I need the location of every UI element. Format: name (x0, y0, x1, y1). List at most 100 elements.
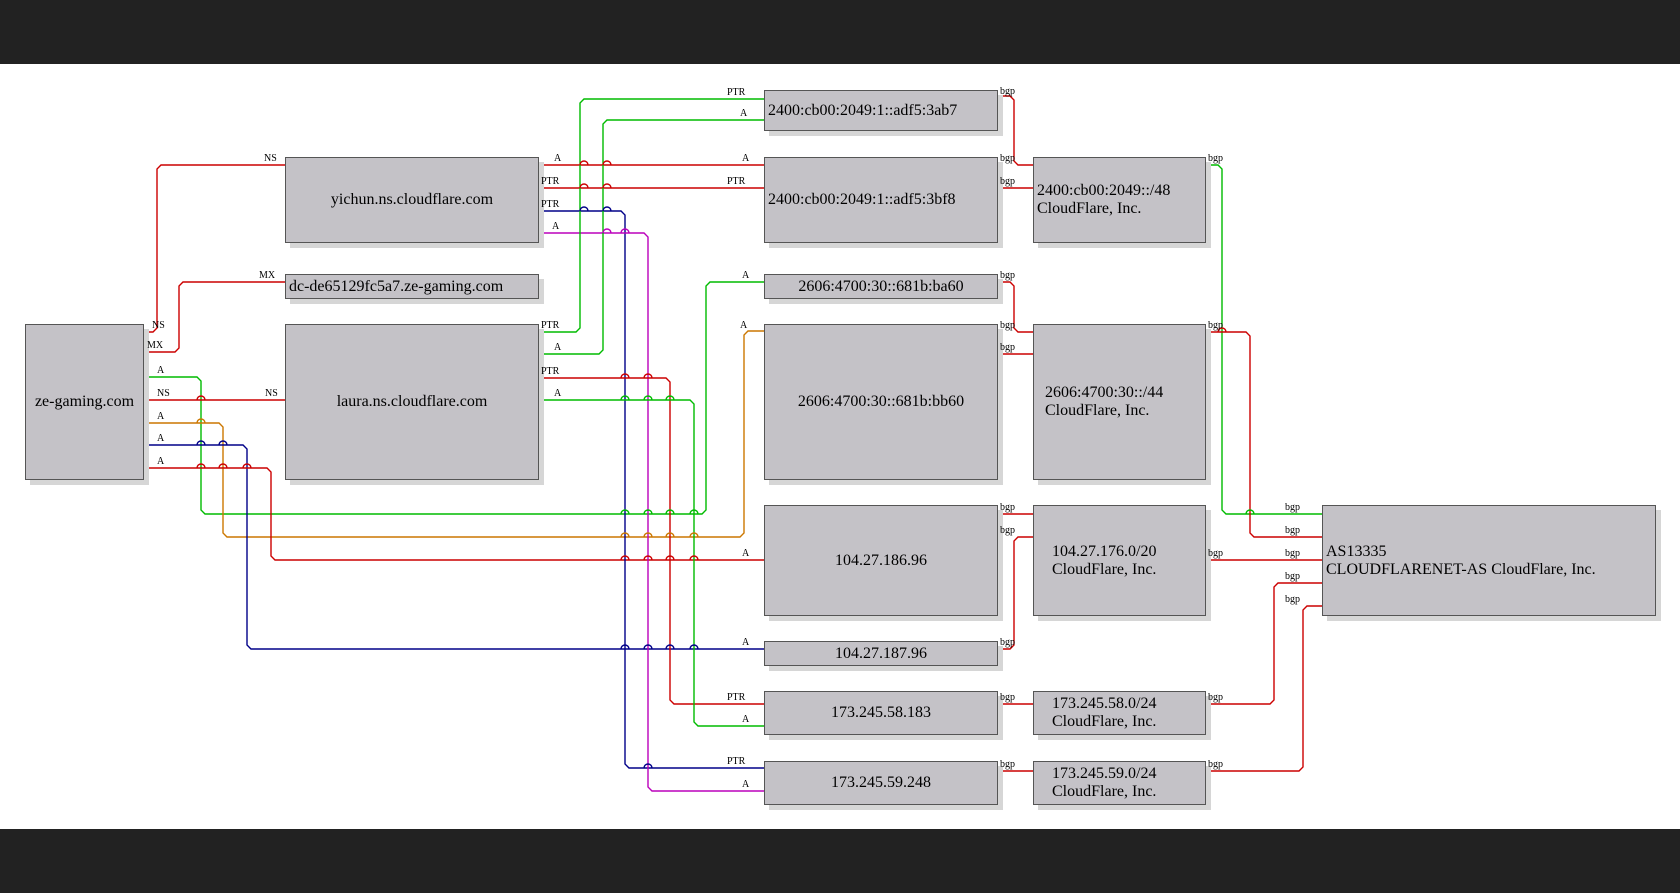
node-label: 173.245.59.248 (831, 774, 931, 791)
edge-label-bgp: bgp (1000, 86, 1015, 97)
edge-label-a: A (157, 411, 165, 422)
edge-label-a: A (554, 388, 562, 399)
edge-crossing-jump (579, 160, 589, 166)
edge-crossing-jump (643, 373, 653, 379)
edge-bgp-net2606-as (1206, 331, 1322, 538)
edge-label-ptr: PTR (541, 366, 560, 377)
edge-label-a: A (157, 433, 165, 444)
edge-label-ptr: PTR (541, 199, 560, 210)
edge-crossing-jump (602, 160, 612, 166)
network-node-173-245-59-24[interactable]: 173.245.59.0/24 CloudFlare, Inc. (1033, 761, 1206, 805)
edge-crossing-jump (643, 644, 653, 650)
node-label: dc-de65129fc5a7.ze-gaming.com (289, 277, 504, 295)
edge-ns-yichun (144, 164, 285, 333)
node-label-line2: CloudFlare, Inc. (1045, 402, 1150, 419)
edge-label-a: A (742, 153, 750, 164)
ip-node-173-245-59-248[interactable]: 173.245.59.248 (764, 761, 998, 805)
edge-crossing-jump (665, 644, 675, 650)
network-node-2606-44[interactable]: 2606:4700:30::/44 CloudFlare, Inc. (1033, 324, 1206, 480)
edge-label-bgp: bgp (1285, 594, 1300, 605)
nameserver-node-yichun[interactable]: yichun.ns.cloudflare.com (285, 157, 539, 243)
edge-crossing-jump (196, 463, 206, 469)
edge-label-bgp: bgp (1208, 153, 1223, 164)
network-node-173-245-58-24[interactable]: 173.245.58.0/24 CloudFlare, Inc. (1033, 691, 1206, 735)
node-label: 2400:cb00:2049:1::adf5:3ab7 (768, 101, 958, 119)
edge-label-ptr: PTR (727, 176, 746, 187)
node-label: 2606:4700:30::681b:bb60 (797, 393, 965, 410)
edge-label-bgp: bgp (1000, 637, 1015, 648)
node-label: 2400:cb00:2049:1::adf5:3bf8 (768, 191, 956, 208)
edge-laura-a-58 (539, 399, 764, 727)
ip-node-104-27-186-96[interactable]: 104.27.186.96 (764, 505, 998, 616)
edge-crossing-jump (620, 644, 630, 650)
edge-label-a: A (742, 548, 750, 559)
edge-crossing-jump (620, 395, 630, 401)
edge-label-bgp: bgp (1208, 692, 1223, 703)
edge-crossing-jump (579, 206, 589, 212)
edge-bgp-187-net (998, 536, 1033, 650)
edge-label-bgp: bgp (1285, 571, 1300, 582)
edge-crossing-jump (1217, 327, 1227, 333)
node-label: 173.245.58.183 (831, 704, 931, 721)
node-label-line2: CloudFlare, Inc. (1052, 713, 1157, 730)
edge-yichun-a-59 (539, 232, 764, 792)
edge-laura-ptr-3ab7 (539, 98, 764, 333)
nameserver-node-laura[interactable]: laura.ns.cloudflare.com (285, 324, 539, 480)
ip-node-2400-3bf8[interactable]: 2400:cb00:2049:1::adf5:3bf8 (764, 157, 998, 243)
mx-node-dc[interactable]: dc-de65129fc5a7.ze-gaming.com (285, 274, 539, 299)
edge-label-ns: NS (152, 320, 165, 331)
ip-node-104-27-187-96[interactable]: 104.27.187.96 (764, 641, 998, 666)
edge-a-orange (144, 330, 764, 538)
edge-crossing-jump (242, 463, 252, 469)
node-label: 104.27.187.96 (835, 644, 927, 662)
network-node-104-27-176-20[interactable]: 104.27.176.0/20 CloudFlare, Inc. (1033, 505, 1206, 616)
edge-crossing-jump (665, 509, 675, 515)
edge-crossing-jump (602, 183, 612, 189)
edge-crossing-jump (602, 228, 612, 234)
edge-label-a: A (157, 365, 165, 376)
edge-mx-dc (144, 281, 285, 353)
edge-label-ptr: PTR (727, 692, 746, 703)
edge-crossing-jump (643, 555, 653, 561)
edge-label-a: A (740, 320, 748, 331)
node-label-line1: 173.245.59.0/24 (1052, 765, 1157, 782)
edge-label-bgp: bgp (1000, 525, 1015, 536)
edge-crossing-jump (620, 509, 630, 515)
edge-crossing-jump (689, 532, 699, 538)
edge-label-a: A (742, 270, 750, 281)
edge-label-bgp: bgp (1208, 548, 1223, 559)
edge-label-bgp: bgp (1000, 692, 1015, 703)
node-label: 104.27.186.96 (835, 551, 927, 569)
edge-label-ptr: PTR (727, 87, 746, 98)
edge-crossing-jump (665, 532, 675, 538)
edge-label-bgp: bgp (1285, 502, 1300, 513)
edge-label-mx: MX (147, 340, 164, 351)
edge-bgp-ba60-net (998, 281, 1033, 333)
node-label: laura.ns.cloudflare.com (336, 393, 488, 410)
node-label-line2: CloudFlare, Inc. (1052, 560, 1157, 578)
ip-node-2400-3ab7[interactable]: 2400:cb00:2049:1::adf5:3ab7 (764, 90, 998, 131)
ip-node-2606-ba60[interactable]: 2606:4700:30::681b:ba60 (764, 274, 998, 299)
edge-crossing-jump (643, 532, 653, 538)
edge-crossing-jump (689, 509, 699, 515)
edge-crossing-jump (620, 532, 630, 538)
edge-label-ns: NS (265, 388, 278, 399)
domain-node-ze-gaming[interactable]: ze-gaming.com (25, 324, 144, 480)
edge-label-bgp: bgp (1000, 320, 1015, 331)
edge-crossing-jump (1245, 509, 1255, 515)
edge-label-a: A (157, 456, 165, 467)
edge-label-ptr: PTR (541, 176, 560, 187)
edge-label-a: A (742, 637, 750, 648)
edge-label-ns: NS (157, 388, 170, 399)
edge-label-a: A (742, 779, 750, 790)
ip-node-173-245-58-183[interactable]: 173.245.58.183 (764, 691, 998, 735)
network-node-2400-48[interactable]: 2400:cb00:2049::/48 CloudFlare, Inc. (1033, 157, 1206, 243)
ip-node-2606-bb60[interactable]: 2606:4700:30::681b:bb60 (764, 324, 998, 480)
edge-crossing-jump (643, 763, 653, 769)
as-node-13335[interactable]: AS13335 CLOUDFLARENET-AS CloudFlare, Inc… (1322, 505, 1656, 616)
edge-laura-a-3ab7 (539, 119, 764, 355)
edge-label-bgp: bgp (1000, 270, 1015, 281)
node-label-line2: CLOUDFLARENET-AS CloudFlare, Inc. (1326, 560, 1596, 578)
edge-label-bgp: bgp (1000, 176, 1015, 187)
node-label: ze-gaming.com (34, 393, 135, 410)
